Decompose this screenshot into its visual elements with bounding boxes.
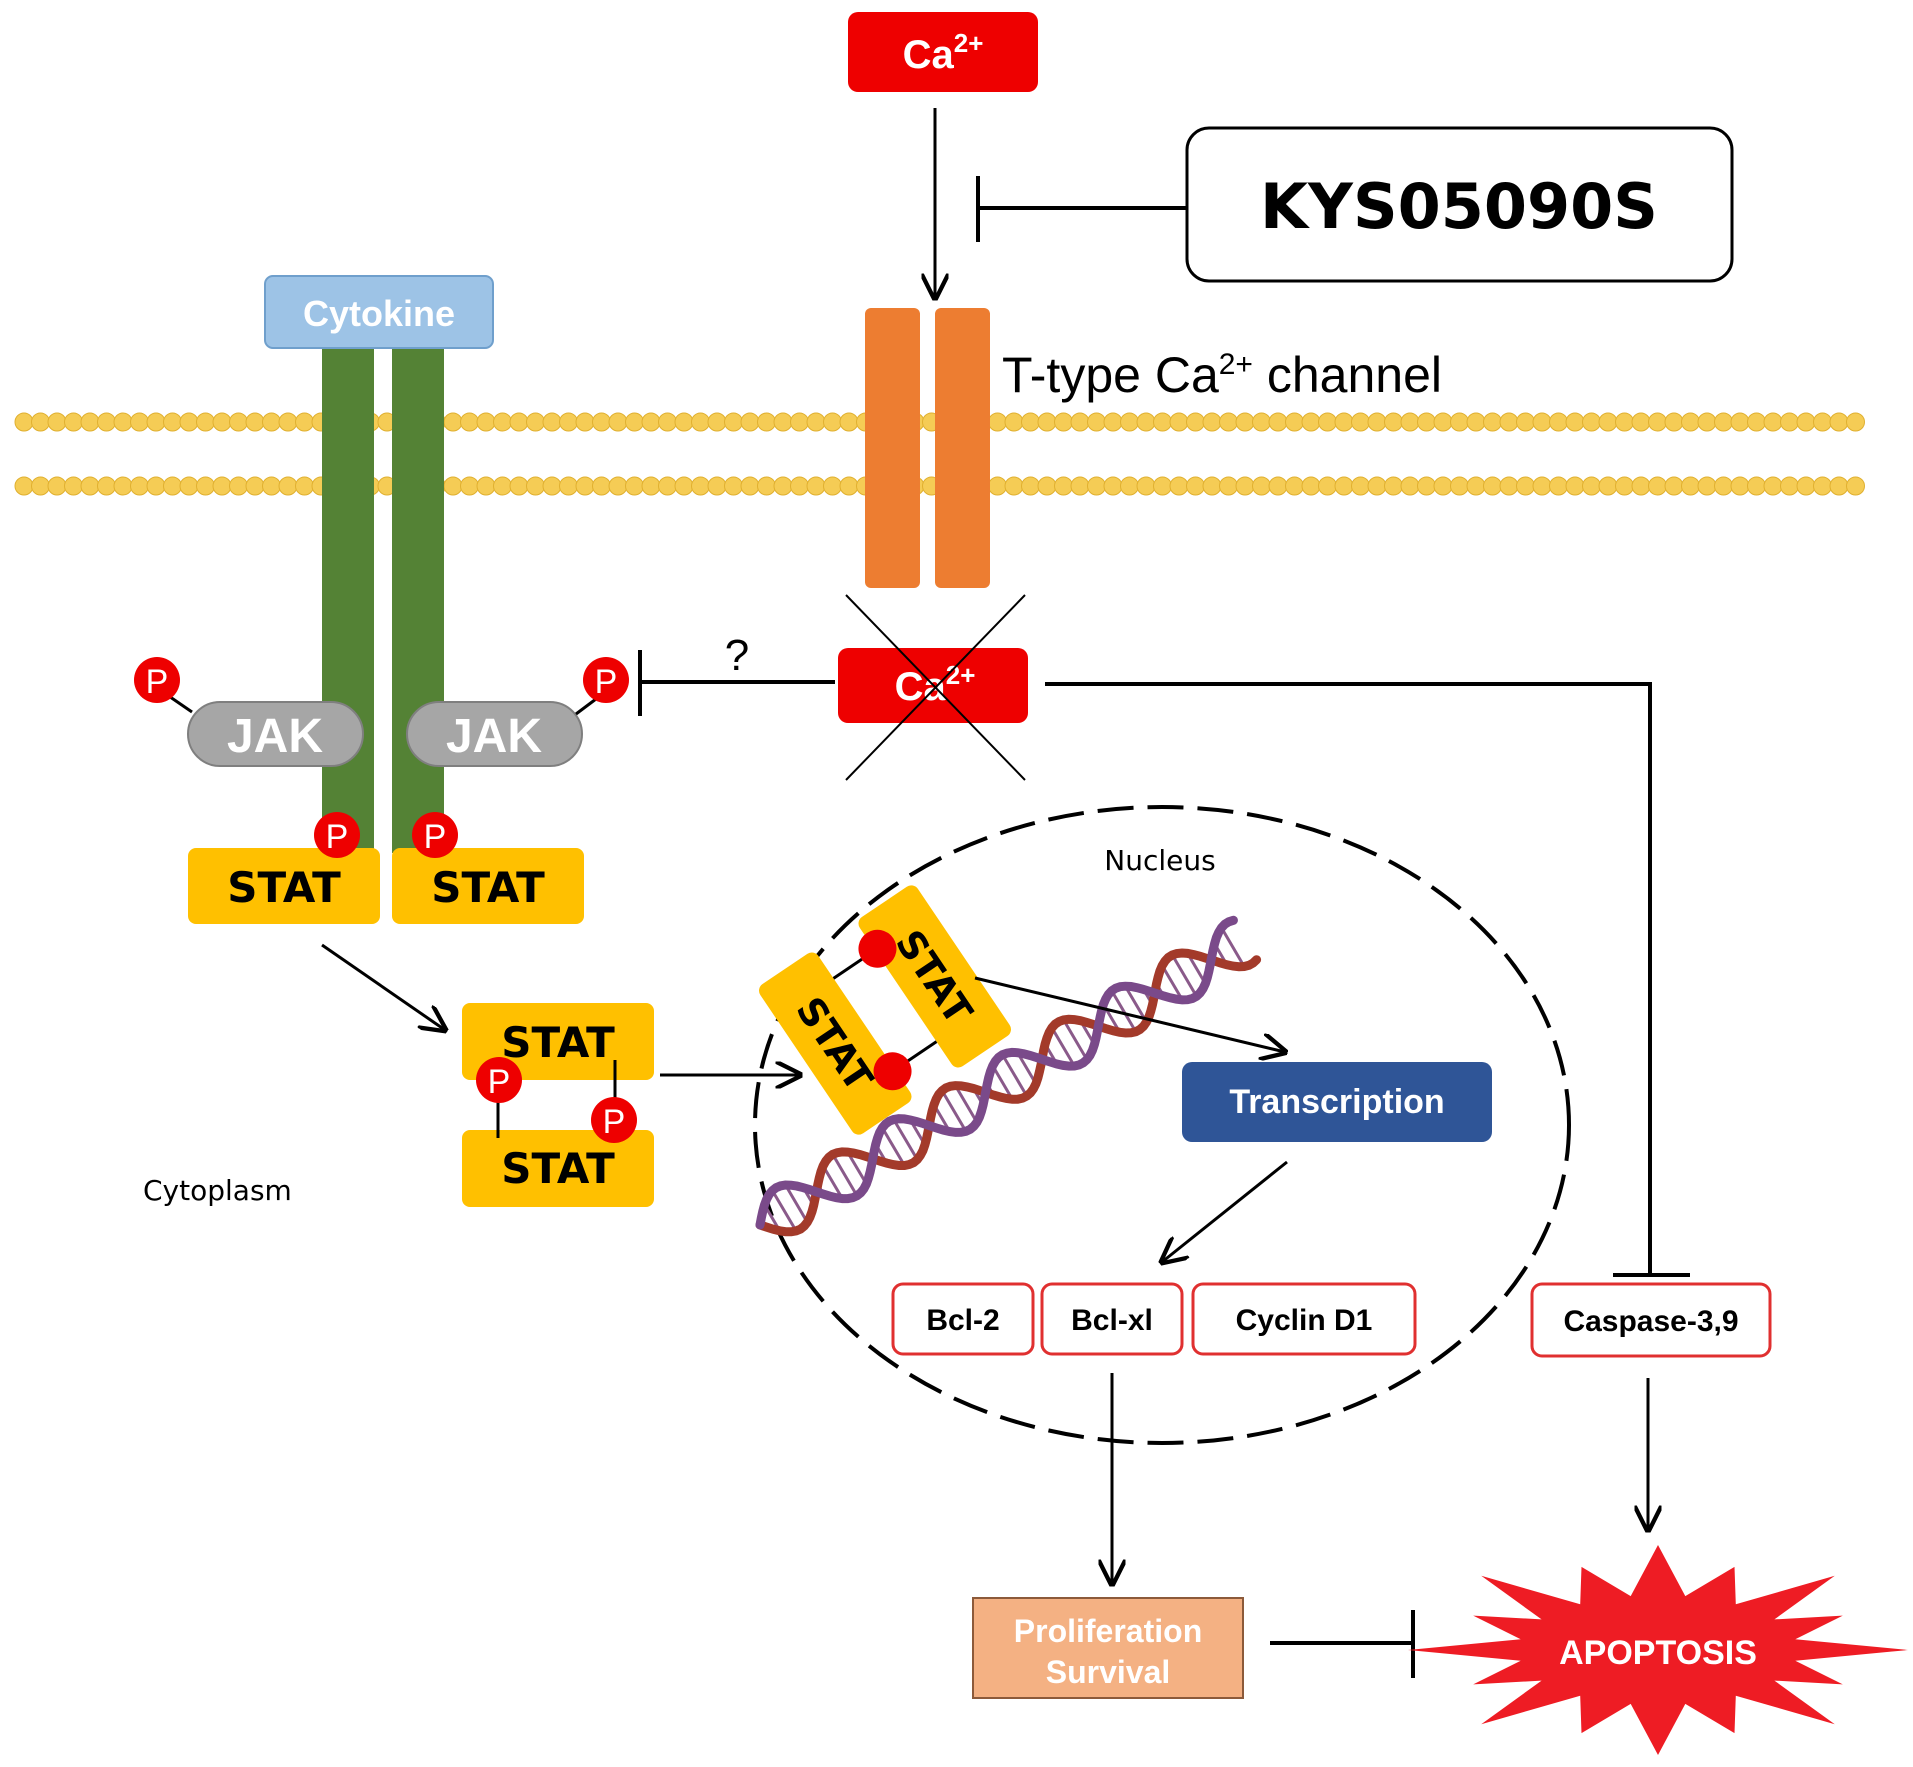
gene-expression-arrow bbox=[1162, 1160, 1288, 1262]
svg-text:JAK: JAK bbox=[446, 710, 542, 763]
t-type-calcium-channel bbox=[865, 308, 990, 588]
transcription-arrow bbox=[974, 976, 1285, 1052]
nucleus-envelope bbox=[753, 805, 1571, 1445]
svg-text:Survival: Survival bbox=[1046, 1654, 1171, 1690]
phospho-jak-right: P bbox=[583, 657, 629, 703]
dna-helix bbox=[755, 915, 1262, 1237]
svg-text:Caspase-3,9: Caspase-3,9 bbox=[1563, 1305, 1738, 1338]
nucleus-label: Nucleus bbox=[1104, 844, 1215, 877]
jak-right: JAK bbox=[406, 701, 583, 767]
channel-label: T-type Ca2+ channel bbox=[1002, 347, 1442, 403]
caspase-box: Caspase-3,9 bbox=[1530, 1282, 1772, 1358]
svg-text:STAT: STAT bbox=[431, 863, 545, 912]
svg-text:Bcl-2: Bcl-2 bbox=[926, 1304, 999, 1337]
svg-text:P: P bbox=[603, 1103, 626, 1141]
svg-text:Bcl-xl: Bcl-xl bbox=[1071, 1304, 1153, 1337]
svg-text:STAT: STAT bbox=[227, 863, 341, 912]
svg-text:JAK: JAK bbox=[227, 710, 323, 763]
svg-text:P: P bbox=[488, 1063, 511, 1101]
svg-text:P: P bbox=[146, 663, 169, 701]
inhibitor-box: KYS05090S bbox=[1185, 126, 1734, 283]
question-mark: ? bbox=[725, 631, 749, 680]
svg-text:Transcription: Transcription bbox=[1229, 1083, 1444, 1121]
svg-text:P: P bbox=[424, 818, 447, 856]
gene-cyclin-d1: Cyclin D1 bbox=[1191, 1282, 1417, 1356]
svg-text:STAT: STAT bbox=[501, 1018, 615, 1067]
proliferation-survival-box: Proliferation Survival bbox=[972, 1597, 1244, 1699]
stat-right: STAT bbox=[392, 848, 584, 924]
phospho-receptor-right: P bbox=[412, 812, 458, 858]
inhibitor-blunt-arrow bbox=[976, 176, 1187, 242]
phospho-jak-left: P bbox=[134, 657, 180, 703]
svg-text:P: P bbox=[326, 818, 349, 856]
svg-text:STAT: STAT bbox=[501, 1144, 615, 1193]
stat-left: STAT bbox=[188, 848, 380, 924]
svg-text:P: P bbox=[595, 663, 618, 701]
cytokine-receptor bbox=[322, 348, 444, 853]
stat-dimer: STAT STAT P P bbox=[462, 1003, 654, 1207]
svg-text:APOPTOSIS: APOPTOSIS bbox=[1559, 1634, 1757, 1672]
calcium-caspase-inhibition bbox=[1045, 682, 1690, 1277]
apoptosis-burst: APOPTOSIS bbox=[1408, 1545, 1908, 1755]
phospho-receptor-left: P bbox=[314, 812, 360, 858]
gene-bclxl: Bcl-xl bbox=[1040, 1282, 1184, 1356]
svg-text:Cytokine: Cytokine bbox=[303, 293, 455, 334]
stat-dimerization-arrow bbox=[321, 943, 445, 1030]
cytokine-ligand: Cytokine bbox=[264, 275, 494, 349]
calcium-extracellular: Ca2+ bbox=[848, 12, 1038, 92]
inhibitor-label: KYS05090S bbox=[1260, 170, 1658, 243]
svg-text:Proliferation: Proliferation bbox=[1014, 1613, 1202, 1649]
cytoplasm-label: Cytoplasm bbox=[143, 1174, 292, 1207]
survival-apoptosis-inhibition bbox=[1270, 1610, 1415, 1678]
jak-left: JAK bbox=[187, 701, 364, 767]
gene-bcl2: Bcl-2 bbox=[891, 1282, 1035, 1356]
stat-dimer-nuclear: STAT STAT bbox=[759, 885, 1011, 1135]
transcription-box: Transcription bbox=[1182, 1062, 1492, 1142]
svg-text:Ca2+: Ca2+ bbox=[903, 28, 984, 77]
calcium-cross-mark bbox=[845, 594, 1026, 781]
svg-text:Cyclin D1: Cyclin D1 bbox=[1236, 1304, 1373, 1337]
membrane-upper-layer bbox=[14, 412, 1865, 432]
calcium-jak-inhibition bbox=[638, 650, 835, 716]
